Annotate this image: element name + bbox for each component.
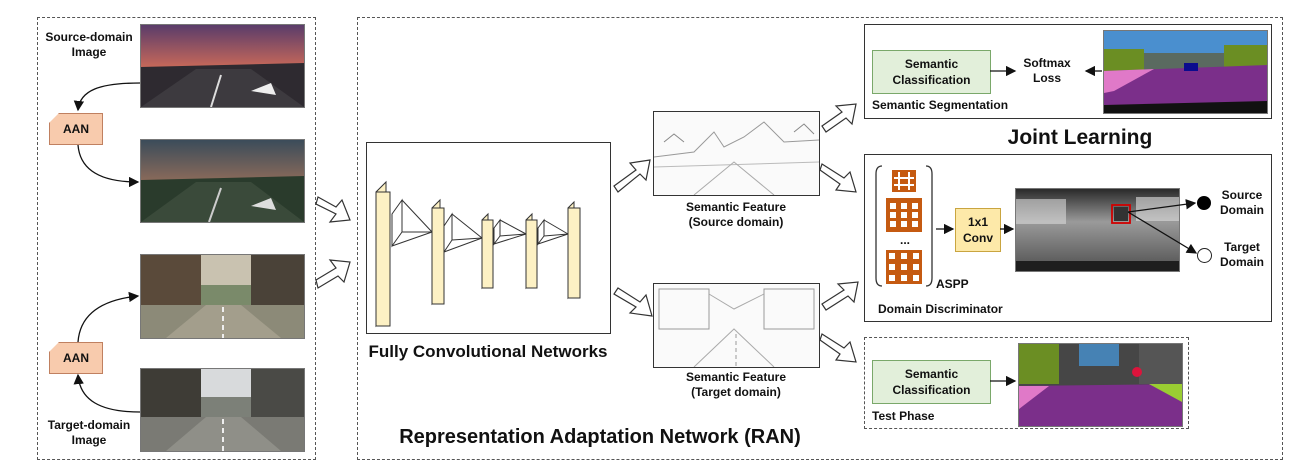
segmentation-classifier: Semantic Classification	[872, 50, 991, 94]
target-feature-label: Semantic Feature (Target domain)	[685, 370, 787, 399]
source-domain-output-label: Source Domain	[1219, 188, 1264, 217]
aan-top-node: AAN	[49, 113, 103, 145]
test-classifier: Semantic Classification	[872, 360, 991, 404]
segmentation-caption: Semantic Segmentation	[872, 98, 1009, 112]
softmax-loss-label: Softmax Loss	[1023, 56, 1071, 85]
conv-1x1-block: 1x1 Conv	[955, 208, 1001, 252]
segmentation-output-image	[1103, 30, 1268, 114]
source-feature-label: Semantic Feature (Source domain)	[685, 200, 787, 229]
aspp-label: ASPP	[936, 277, 969, 291]
fcn-kernels	[391, 198, 569, 254]
target-domain-image	[140, 368, 305, 452]
test-phase-caption: Test Phase	[872, 409, 935, 423]
joint-learning-label: Joint Learning	[1007, 126, 1153, 149]
discriminator-caption: Domain Discriminator	[878, 302, 1003, 316]
source-domain-label: Source-domain Image	[45, 30, 133, 59]
target-domain-output-label: Target Domain	[1219, 240, 1264, 269]
ran-panel	[357, 17, 1283, 460]
fcn-layers	[375, 180, 581, 328]
source-feature-map	[653, 111, 820, 196]
adapted-source-image	[140, 139, 305, 223]
source-domain-image	[140, 24, 305, 108]
image-translation-panel	[37, 17, 316, 460]
adapted-target-image	[140, 254, 305, 339]
aspp-module	[874, 164, 934, 288]
target-domain-node	[1197, 248, 1212, 263]
target-feature-map	[653, 283, 820, 368]
test-output-image	[1018, 343, 1183, 427]
fcn-label: Fully Convolutional Networks	[368, 342, 608, 361]
target-domain-label: Target-domain Image	[47, 418, 131, 447]
source-domain-node	[1197, 196, 1211, 210]
aspp-ellipsis: ...	[899, 233, 910, 247]
ran-title: Representation Adaptation Network (RAN)	[399, 426, 801, 448]
test-phase-box	[864, 337, 1189, 429]
discriminator-output-map	[1015, 188, 1180, 272]
aan-bottom-node: AAN	[49, 342, 103, 374]
